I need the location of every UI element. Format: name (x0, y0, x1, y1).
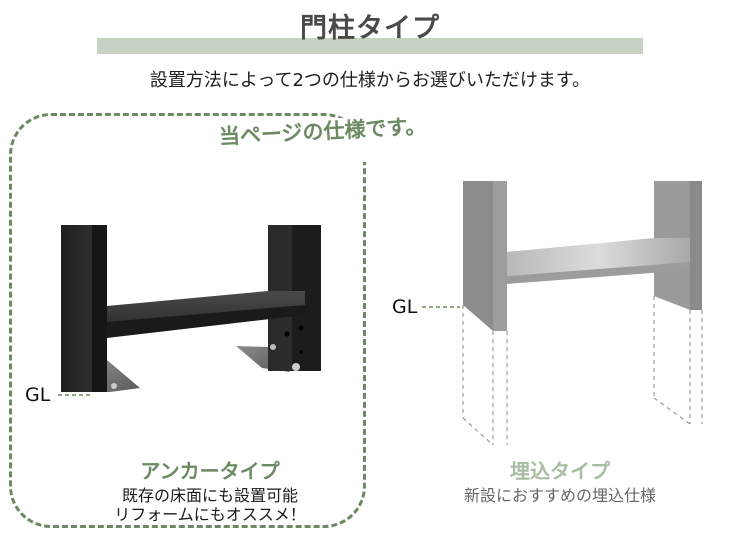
anchor-desc-line-2: リフォームにもオススメ！ (114, 505, 306, 524)
anchor-right-post (236, 225, 321, 372)
embedded-ground-level-label: GL (392, 296, 418, 318)
embedded-type-name: 埋込タイプ (510, 459, 610, 483)
anchor-left-post (61, 225, 140, 392)
callout-mask (215, 118, 445, 162)
embedded-type-description: 新設におすすめの埋込仕様 (390, 486, 730, 505)
anchor-shelf (107, 291, 305, 338)
page-subtitle: 設置方法によって2つの仕様からお選びいただけます。 (149, 70, 591, 91)
title-band (97, 38, 643, 54)
anchor-type-description: 既存の床面にも設置可能 リフォームにもオススメ！ (40, 486, 380, 524)
anchor-desc-line-1: 既存の床面にも設置可能 (121, 486, 298, 505)
embedded-desc-line-1: 新設におすすめの埋込仕様 (463, 486, 656, 505)
embedded-left-post (462, 181, 508, 446)
anchor-type-name: アンカータイプ (140, 459, 280, 483)
anchor-ground-level-label: GL (25, 384, 51, 406)
selected-option-frame (9, 113, 366, 528)
page-title: 門柱タイプ (300, 13, 440, 44)
embedded-right-post (653, 181, 703, 425)
embedded-shelf (507, 238, 690, 284)
